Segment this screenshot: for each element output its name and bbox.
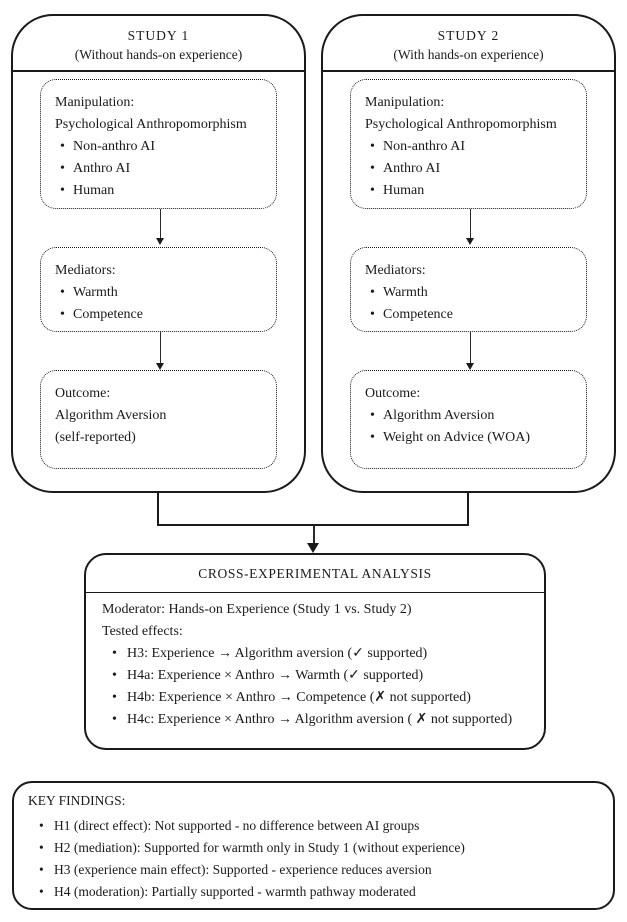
- study2-header: STUDY 2 (With hands-on experience): [323, 16, 614, 72]
- analysis-title: CROSS-EXPERIMENTAL ANALYSIS: [86, 555, 544, 593]
- study1-subtitle: (Without hands-on experience): [74, 47, 243, 62]
- manipulation-subheading: Psychological Anthropomorphism: [365, 117, 557, 132]
- outcome-line: (self-reported): [55, 430, 136, 445]
- list-item: Competence: [368, 304, 572, 326]
- merge-arrow-down-icon: [307, 526, 320, 553]
- list-item: H4 (moderation): Partially supported - w…: [38, 881, 601, 903]
- list-item: H4c: Experience × Anthro → Algorithm ave…: [110, 709, 532, 731]
- study1-mediators-box: Mediators: Warmth Competence: [40, 247, 277, 332]
- tested-effects-label: Tested effects:: [102, 624, 183, 639]
- connector-line-horizontal: [157, 524, 469, 526]
- mediators-heading: Mediators:: [55, 263, 116, 278]
- moderator-line: Moderator: Hands-on Experience (Study 1 …: [102, 602, 412, 617]
- list-item: Human: [368, 180, 572, 202]
- flow-arrow-down-icon: [466, 332, 475, 370]
- list-item: Human: [58, 180, 262, 202]
- connector-line-right: [467, 493, 469, 526]
- study1-title: STUDY 1: [127, 28, 190, 43]
- manipulation-subheading: Psychological Anthropomorphism: [55, 117, 247, 132]
- manipulation-list: Non-anthro AI Anthro AI Human: [58, 136, 262, 202]
- list-item: Weight on Advice (WOA): [368, 427, 572, 449]
- flow-arrow-down-icon: [156, 209, 165, 245]
- outcome-line: Algorithm Aversion: [55, 408, 167, 423]
- study2-panel: STUDY 2 (With hands-on experience) Manip…: [321, 14, 616, 493]
- list-item: Algorithm Aversion: [368, 405, 572, 427]
- manipulation-heading: Manipulation:: [365, 95, 445, 110]
- list-item: Warmth: [368, 282, 572, 304]
- list-item: Non-anthro AI: [58, 136, 262, 158]
- flow-arrow-down-icon: [156, 332, 165, 370]
- cross-experimental-analysis-box: CROSS-EXPERIMENTAL ANALYSIS Moderator: H…: [84, 553, 546, 750]
- list-item: Anthro AI: [58, 158, 262, 180]
- list-item: Anthro AI: [368, 158, 572, 180]
- list-item: H4b: Experience × Anthro → Competence (✗…: [110, 687, 532, 709]
- manipulation-heading: Manipulation:: [55, 95, 135, 110]
- analysis-body: Moderator: Hands-on Experience (Study 1 …: [86, 593, 544, 748]
- study2-subtitle: (With hands-on experience): [393, 47, 544, 62]
- list-item: H4a: Experience × Anthro → Warmth (✓ sup…: [110, 665, 532, 687]
- list-item: H3: Experience → Algorithm aversion (✓ s…: [110, 643, 532, 665]
- flow-arrow-down-icon: [466, 209, 475, 245]
- list-item: H2 (mediation): Supported for warmth onl…: [38, 837, 601, 859]
- study2-mediators-box: Mediators: Warmth Competence: [350, 247, 587, 332]
- study2-title: STUDY 2: [437, 28, 500, 43]
- outcome-heading: Outcome:: [365, 386, 421, 401]
- study2-manipulation-box: Manipulation: Psychological Anthropomorp…: [350, 79, 587, 209]
- outcome-list: Algorithm Aversion Weight on Advice (WOA…: [368, 405, 572, 449]
- study1-header: STUDY 1 (Without hands-on experience): [13, 16, 304, 72]
- key-findings-box: KEY FINDINGS: H1 (direct effect): Not su…: [12, 781, 615, 910]
- tested-effects-list: H3: Experience → Algorithm aversion (✓ s…: [110, 643, 532, 731]
- list-item: H3 (experience main effect): Supported -…: [38, 859, 601, 881]
- study2-outcome-box: Outcome: Algorithm Aversion Weight on Ad…: [350, 370, 587, 469]
- connector-line-left: [157, 493, 159, 526]
- outcome-heading: Outcome:: [55, 386, 111, 401]
- study1-outcome-box: Outcome: Algorithm Aversion (self-report…: [40, 370, 277, 469]
- manipulation-list: Non-anthro AI Anthro AI Human: [368, 136, 572, 202]
- study1-manipulation-box: Manipulation: Psychological Anthropomorp…: [40, 79, 277, 209]
- list-item: Competence: [58, 304, 262, 326]
- mediators-list: Warmth Competence: [58, 282, 262, 326]
- list-item: H1 (direct effect): Not supported - no d…: [38, 815, 601, 837]
- mediators-heading: Mediators:: [365, 263, 426, 278]
- study1-panel: STUDY 1 (Without hands-on experience) Ma…: [11, 14, 306, 493]
- key-findings-list: H1 (direct effect): Not supported - no d…: [38, 815, 601, 903]
- list-item: Non-anthro AI: [368, 136, 572, 158]
- mediators-list: Warmth Competence: [368, 282, 572, 326]
- list-item: Warmth: [58, 282, 262, 304]
- key-findings-title: KEY FINDINGS:: [28, 793, 126, 808]
